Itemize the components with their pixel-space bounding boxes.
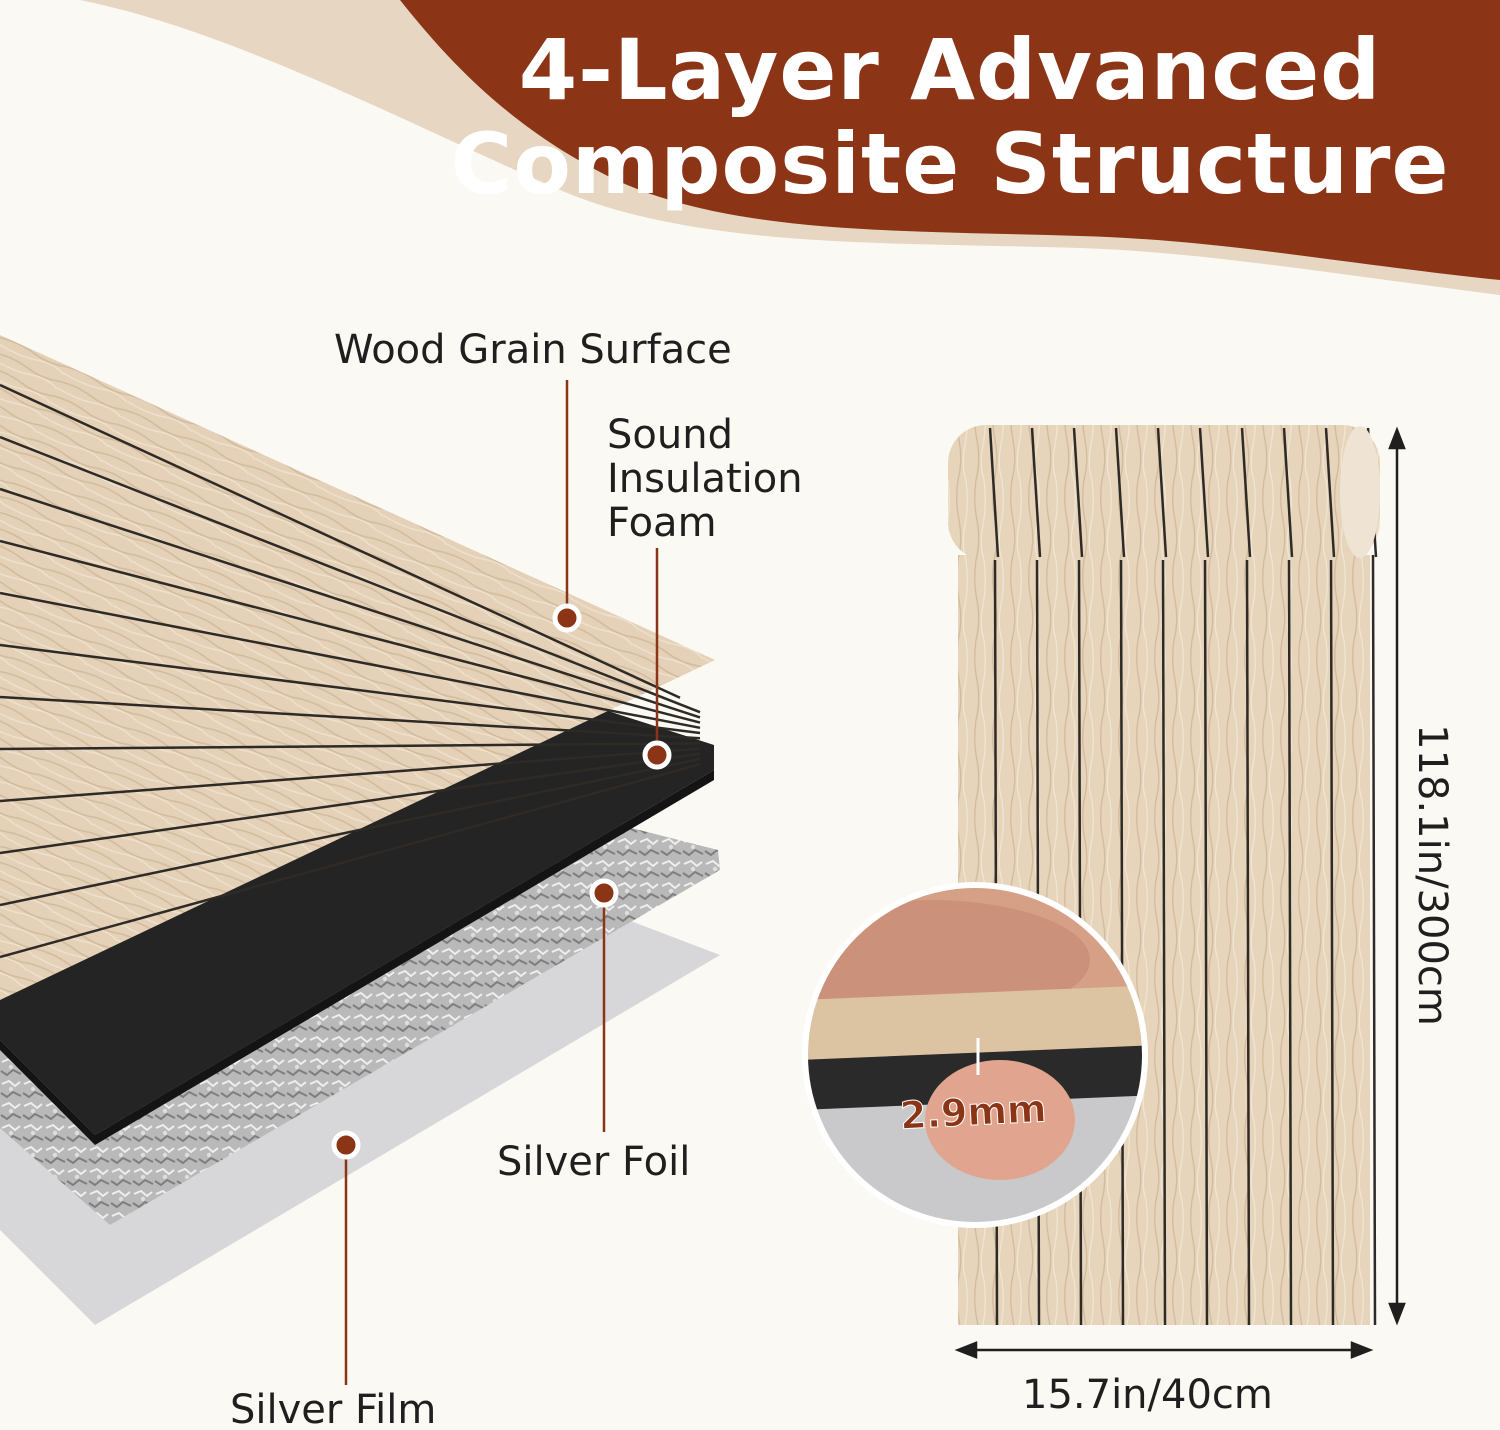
roll-slat-groove xyxy=(1030,427,1042,558)
wood-slat-groove xyxy=(0,747,701,803)
marker-dots xyxy=(331,603,672,1160)
roll-slat-groove xyxy=(1156,427,1168,558)
dimension-arrows xyxy=(954,426,1406,1359)
wood-slat-groove xyxy=(0,487,701,719)
wood-slat-groove xyxy=(0,762,701,959)
title-line-2: Composite Structure xyxy=(450,115,1450,213)
panel-slat-groove xyxy=(1161,554,1167,1326)
wood-slat-groove xyxy=(0,435,701,714)
black-foam-layer xyxy=(0,710,714,1135)
roll-slat-groove xyxy=(1198,427,1210,558)
wood-slat-groove xyxy=(0,591,701,730)
wood-slat-groove xyxy=(0,757,701,907)
panel-slat-groove xyxy=(1371,554,1377,1326)
panel-slat-groove xyxy=(1329,554,1335,1326)
wood-slat-groove xyxy=(0,742,701,751)
silver-foil-layer xyxy=(0,820,720,1225)
wood-slat-groove xyxy=(0,643,701,735)
thickness-label: 2.9mm xyxy=(898,1086,1048,1139)
label-silver-film: Silver Film xyxy=(230,1387,437,1430)
label-silver-foil: Silver Foil xyxy=(497,1139,691,1185)
roll-slat-groove xyxy=(1072,427,1084,558)
roll-slat-groove xyxy=(1282,427,1294,558)
panel-slat-groove xyxy=(1119,554,1125,1326)
wood-slat-groove xyxy=(0,752,701,855)
title-line-1: 4-Layer Advanced xyxy=(518,21,1382,119)
leader-lines xyxy=(344,380,659,1385)
panel-slat-groove xyxy=(1203,554,1209,1326)
length-dimension-label: 118.1in/300cm xyxy=(1409,724,1455,1026)
header-brown-band xyxy=(400,0,1500,280)
roll-top xyxy=(948,425,1380,560)
wood-slat-groove xyxy=(0,539,701,724)
width-dimension-label: 15.7in/40cm xyxy=(1022,1372,1273,1418)
wood-grain-layer xyxy=(0,335,715,1000)
silver-film-layer xyxy=(0,915,720,1325)
roll-slat-groove xyxy=(1240,427,1252,558)
wood-slat-groove xyxy=(0,695,701,740)
label-wood-grain-surface: Wood Grain Surface xyxy=(334,327,732,373)
panel-slat-groove xyxy=(1245,554,1251,1326)
roll-slat-groove xyxy=(988,427,1000,558)
panel-slat-groove xyxy=(1287,554,1293,1326)
thickness-magnifier xyxy=(805,885,1145,1225)
wood-slat-groove xyxy=(0,383,681,699)
label-sound-insulation-foam: Sound Insulation Foam xyxy=(607,412,803,546)
roll-slat-groove xyxy=(1114,427,1126,558)
roll-slat-groove xyxy=(1324,427,1336,558)
